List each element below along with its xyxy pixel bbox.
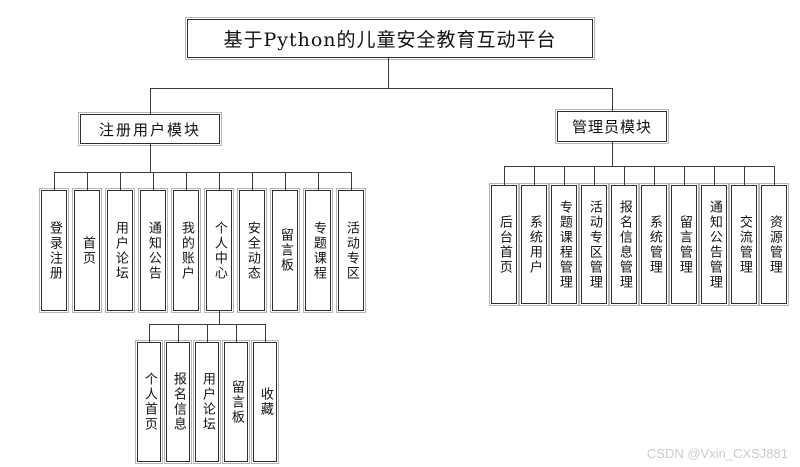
tree-node-label: 交流管理 — [736, 214, 752, 275]
tree-node: 系统用户 — [519, 183, 549, 306]
tree-node: 活动专区管理 — [579, 183, 609, 306]
connector-line — [285, 172, 286, 190]
tree-node-label: 首页 — [79, 235, 95, 266]
tree-node: 系统管理 — [639, 183, 669, 306]
connector-line — [564, 166, 565, 185]
connector-line — [236, 324, 237, 342]
connector-line — [774, 166, 775, 185]
connector-line — [87, 172, 88, 190]
tree-node: 专题课程 — [303, 188, 333, 313]
connector-line — [594, 166, 595, 185]
tree-node: 个人首页 — [135, 340, 163, 464]
connector-line — [654, 166, 655, 185]
tree-node: 留言管理 — [669, 183, 699, 306]
tree-node-label: 用户论坛 — [199, 372, 215, 432]
tree-node-label: 登录注册 — [46, 220, 62, 281]
connector-line — [150, 144, 151, 172]
admin-children-row: 后台首页系统用户专题课程管理活动专区管理报名信息管理系统管理留言管理通知公告管理… — [489, 183, 789, 306]
admin-module-node: 管理员模块 — [555, 109, 669, 144]
tree-node-label: 系统管理 — [646, 214, 662, 275]
connector-line — [178, 324, 179, 342]
connector-line — [219, 172, 220, 190]
connector-line — [684, 166, 685, 185]
tree-node-label: 留言管理 — [676, 214, 692, 275]
tree-node-label: 留言板 — [228, 379, 244, 425]
connector-line — [219, 311, 220, 324]
connector-line — [714, 166, 715, 185]
tree-node-label: 后台首页 — [496, 214, 512, 275]
tree-node-label: 专题课程管理 — [556, 199, 572, 290]
connector-line — [150, 88, 613, 89]
tree-node: 首页 — [72, 188, 102, 313]
connector-line — [504, 166, 505, 185]
tree-node: 留言板 — [270, 188, 300, 313]
connector-line — [54, 172, 352, 173]
tree-node: 报名信息管理 — [609, 183, 639, 306]
tree-node-label: 报名信息管理 — [616, 199, 632, 290]
connector-line — [534, 166, 535, 185]
tree-node-label: 用户论坛 — [112, 220, 128, 281]
user-children-row: 登录注册 首页 用户论坛 通知公告 我的账户 个人中心 安全动态 留言板 专题课程 活动专区 — [39, 188, 366, 313]
tree-node: 安全动态 — [237, 188, 267, 313]
connector-line — [54, 172, 55, 190]
tree-node: 活动专区 — [336, 188, 366, 313]
connector-line — [612, 88, 613, 111]
connector-line — [504, 166, 775, 167]
tree-node: 留言板 — [222, 340, 250, 464]
tree-node-label: 活动专区 — [343, 220, 359, 281]
tree-node-label: 个人中心 — [211, 220, 227, 281]
tree-node: 个人中心 — [204, 188, 234, 313]
tree-node: 收藏 — [251, 340, 279, 464]
tree-node: 用户论坛 — [105, 188, 135, 313]
connector-line — [612, 142, 613, 166]
tree-node-label: 专题课程 — [310, 220, 326, 281]
connector-line — [207, 324, 208, 342]
user-module-node: 注册用户模块 — [78, 112, 222, 146]
root-node-label: 基于Python的儿童安全教育互动平台 — [223, 29, 557, 51]
root-node: 基于Python的儿童安全教育互动平台 — [185, 17, 595, 60]
tree-node-label: 收藏 — [257, 387, 273, 417]
tree-node: 报名信息 — [164, 340, 192, 464]
tree-node: 资源管理 — [759, 183, 789, 306]
connector-line — [149, 324, 150, 342]
tree-node-label: 通知公告 — [145, 220, 161, 281]
personal-center-children-row: 个人首页报名信息用户论坛留言板收藏 — [135, 340, 279, 464]
connector-line — [186, 172, 187, 190]
connector-line — [150, 88, 151, 114]
tree-node-label: 个人首页 — [141, 372, 157, 432]
connector-line — [318, 172, 319, 190]
connector-line — [153, 172, 154, 190]
tree-node-label: 安全动态 — [244, 220, 260, 281]
tree-node-label: 活动专区管理 — [586, 199, 602, 290]
tree-node-label: 我的账户 — [178, 220, 194, 281]
connector-line — [265, 324, 266, 342]
tree-node: 我的账户 — [171, 188, 201, 313]
tree-node: 登录注册 — [39, 188, 69, 313]
tree-node: 专题课程管理 — [549, 183, 579, 306]
user-module-label: 注册用户模块 — [98, 120, 201, 139]
tree-node: 通知公告 — [138, 188, 168, 313]
admin-module-label: 管理员模块 — [571, 118, 652, 136]
tree-node: 通知公告管理 — [699, 183, 729, 306]
tree-node: 用户论坛 — [193, 340, 221, 464]
tree-node: 交流管理 — [729, 183, 759, 306]
connector-line — [120, 172, 121, 190]
connector-line — [252, 172, 253, 190]
tree-node-label: 系统用户 — [526, 214, 542, 275]
connector-line — [744, 166, 745, 185]
tree-node-label: 通知公告管理 — [706, 199, 722, 290]
tree-node-label: 报名信息 — [170, 372, 186, 432]
tree-node-label: 资源管理 — [766, 214, 782, 275]
connector-line — [351, 172, 352, 190]
connector-line — [388, 58, 389, 88]
tree-node: 后台首页 — [489, 183, 519, 306]
connector-line — [624, 166, 625, 185]
tree-node-label: 留言板 — [277, 228, 293, 273]
watermark: CSDN @Vxin_CXSJ881 — [646, 446, 788, 461]
